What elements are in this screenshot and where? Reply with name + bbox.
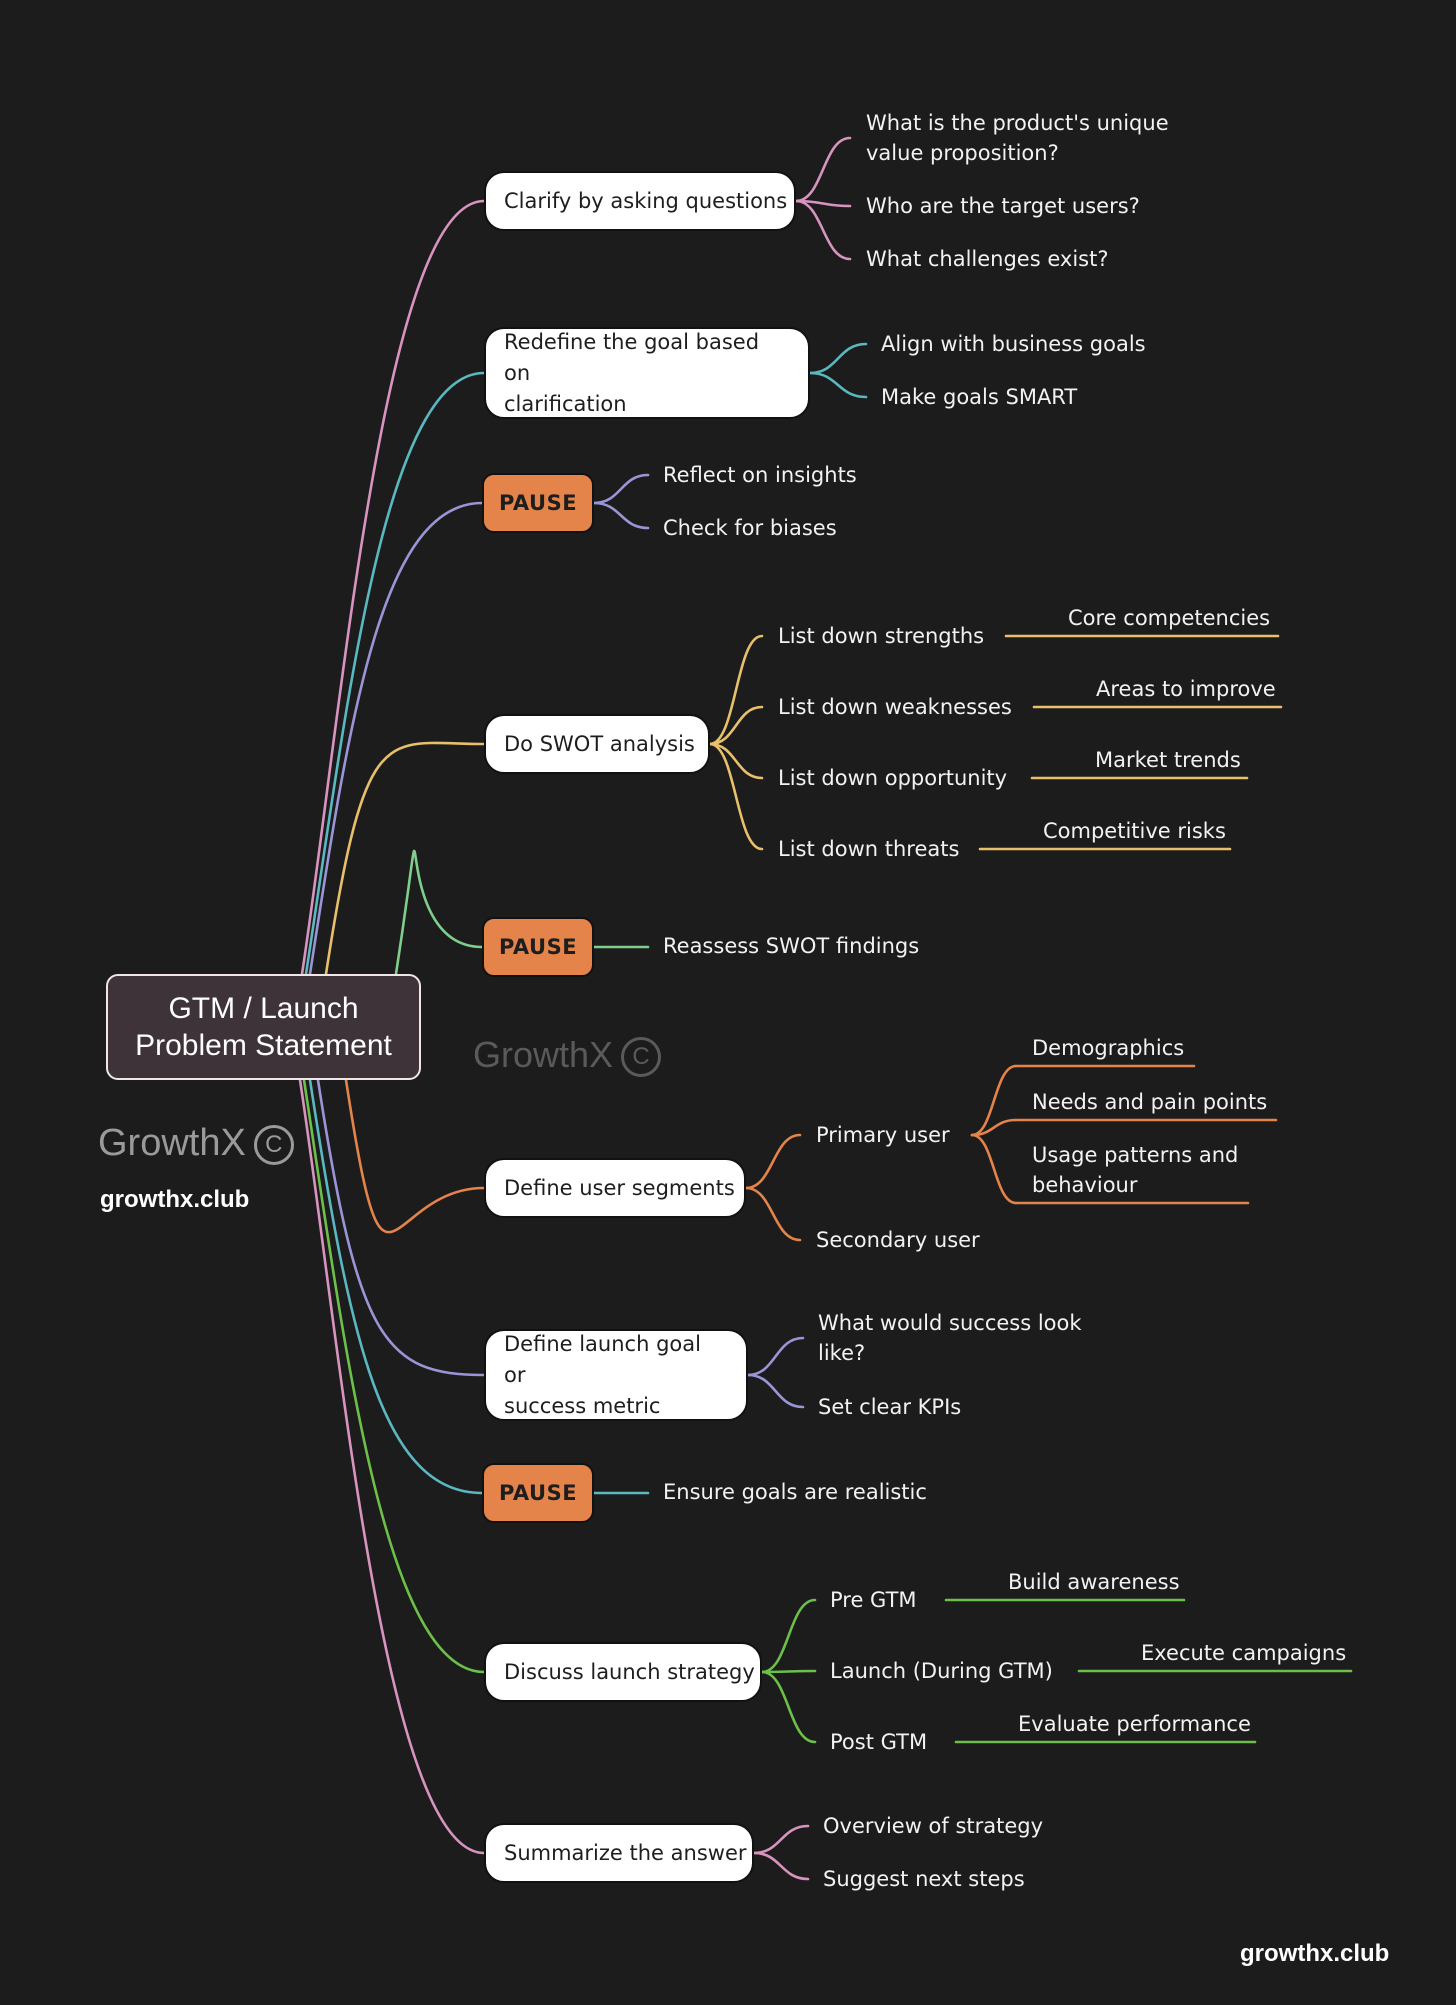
leaf-connector (592, 501, 650, 530)
root-branch-line (344, 1078, 486, 1234)
root-branch-line (300, 199, 486, 976)
leaf-clear-kpis: Set clear KPIs (818, 1395, 962, 1419)
leaf-connector (760, 1670, 817, 1744)
root-branch-line (394, 849, 484, 976)
leaf-weaknesses: List down weaknesses (778, 695, 1012, 719)
node-launch-strategy-label: Discuss launch strategy (504, 1659, 755, 1684)
root-node[interactable]: GTM / Launch Problem Statement (106, 974, 421, 1080)
node-summarize-label: Summarize the answer (504, 1840, 747, 1865)
root-title-line-2: Problem Statement (135, 1029, 392, 1062)
leaf-connector (752, 1824, 810, 1855)
detail-build-awareness: Build awareness (1008, 1570, 1180, 1594)
node-launch-goal-line-2: success metric (504, 1393, 661, 1418)
root-branch-line (308, 501, 484, 976)
pause-node-1[interactable]: PAUSE (482, 473, 594, 533)
copyright-icon: C (253, 1124, 294, 1165)
leaf-strengths: List down strengths (778, 624, 985, 648)
leaf-pre-gtm: Pre GTM (830, 1588, 917, 1612)
detail-core-competencies: Core competencies (1068, 606, 1271, 630)
node-summarize[interactable]: Summarize the answer (484, 1823, 754, 1883)
leaf-connector (794, 136, 852, 203)
root-branch-line (304, 371, 486, 976)
leaf-value-proposition-line-1: What is the product's unique (866, 111, 1169, 135)
leaf-success-look-line-1: What would success look (818, 1311, 1082, 1335)
leaf-connector (970, 1133, 1018, 1205)
leaf-reassess-swot: Reassess SWOT findings (663, 934, 920, 958)
leaf-primary-user: Primary user (816, 1123, 950, 1147)
detail-areas-to-improve: Areas to improve (1096, 677, 1276, 701)
node-swot-label: Do SWOT analysis (504, 731, 695, 756)
growthx-watermark-text: GrowthX (473, 1034, 614, 1075)
site-link-bottom[interactable]: growthx.club (1240, 1940, 1390, 1967)
detail-evaluate-performance: Evaluate performance (1018, 1712, 1251, 1736)
node-redefine-goal-line-1: Redefine the goal based on (504, 329, 760, 385)
node-user-segments-label: Define user segments (504, 1175, 735, 1200)
leaf-value-proposition-line-2: value proposition? (866, 141, 1059, 165)
leaf-success-look-line-2: like? (818, 1341, 866, 1365)
pause-node-3[interactable]: PAUSE (482, 1463, 594, 1523)
root-branch-line (324, 741, 486, 976)
detail-competitive-risks: Competitive risks (1043, 819, 1226, 843)
leaf-overview-strategy: Overview of strategy (823, 1814, 1044, 1838)
detail-demographics: Demographics (1032, 1036, 1185, 1060)
leaf-connector (760, 1669, 817, 1674)
leaf-challenges: What challenges exist? (866, 247, 1109, 271)
node-redefine-goal[interactable]: Redefine the goal based on clarification (484, 327, 810, 419)
leaf-target-users: Who are the target users? (866, 194, 1140, 218)
node-launch-goal[interactable]: Define launch goal or success metric (484, 1329, 748, 1421)
leaf-connector (746, 1373, 805, 1409)
leaf-connector (708, 742, 764, 780)
leaf-connector (708, 742, 764, 851)
root-title-line-1: GTM / Launch (168, 992, 359, 1025)
node-clarify-label: Clarify by asking questions (504, 188, 788, 213)
copyright-icon: C (621, 1037, 662, 1078)
site-link-left[interactable]: growthx.club (100, 1186, 250, 1213)
node-clarify[interactable]: Clarify by asking questions (484, 171, 796, 231)
leaf-connector (808, 371, 868, 399)
leaf-align-business-goals: Align with business goals (881, 332, 1146, 356)
detail-usage-patterns-line-2: behaviour (1032, 1173, 1138, 1197)
leaf-connector (746, 1336, 805, 1377)
leaf-secondary-user: Secondary user (816, 1228, 980, 1252)
node-launch-strategy[interactable]: Discuss launch strategy (484, 1642, 762, 1702)
root-branch-line (316, 1078, 486, 1377)
leaf-connector (744, 1133, 802, 1190)
leaf-connector (744, 1186, 802, 1242)
root-branch-line (298, 1078, 486, 1855)
leaf-goals-realistic: Ensure goals are realistic (663, 1480, 927, 1504)
node-launch-goal-line-1: Define launch goal or (504, 1331, 701, 1387)
leaf-connector (970, 1118, 1018, 1137)
detail-execute-campaigns: Execute campaigns (1141, 1641, 1347, 1665)
root-branch-line (302, 1078, 486, 1674)
leaf-connector (970, 1064, 1018, 1137)
leaf-reflect-insights: Reflect on insights (663, 463, 857, 487)
node-redefine-goal-line-2: clarification (504, 391, 627, 416)
leaf-connector (794, 199, 852, 261)
leaf-connector (592, 473, 650, 505)
leaf-post-gtm: Post GTM (830, 1730, 928, 1754)
leaf-connector (760, 1598, 817, 1674)
pause-node-2[interactable]: PAUSE (482, 917, 594, 977)
leaf-smart-goals: Make goals SMART (881, 385, 1078, 409)
node-swot[interactable]: Do SWOT analysis (484, 714, 710, 774)
detail-market-trends: Market trends (1095, 748, 1241, 772)
leaf-connector (808, 342, 868, 375)
detail-usage-patterns-line-1: Usage patterns and (1032, 1143, 1239, 1167)
growthx-logo-text: GrowthX (98, 1122, 246, 1164)
node-user-segments[interactable]: Define user segments (484, 1158, 746, 1218)
leaf-launch-during-gtm: Launch (During GTM) (830, 1659, 1053, 1683)
leaf-next-steps: Suggest next steps (823, 1867, 1025, 1891)
leaf-threats: List down threats (778, 837, 960, 861)
leaf-check-biases: Check for biases (663, 516, 837, 540)
detail-needs-pain-points: Needs and pain points (1032, 1090, 1268, 1114)
leaf-opportunity: List down opportunity (778, 766, 1008, 790)
leaf-connector (708, 705, 764, 746)
leaf-connector (708, 634, 764, 746)
root-branch-line (308, 1078, 484, 1495)
leaf-connector (752, 1851, 810, 1881)
